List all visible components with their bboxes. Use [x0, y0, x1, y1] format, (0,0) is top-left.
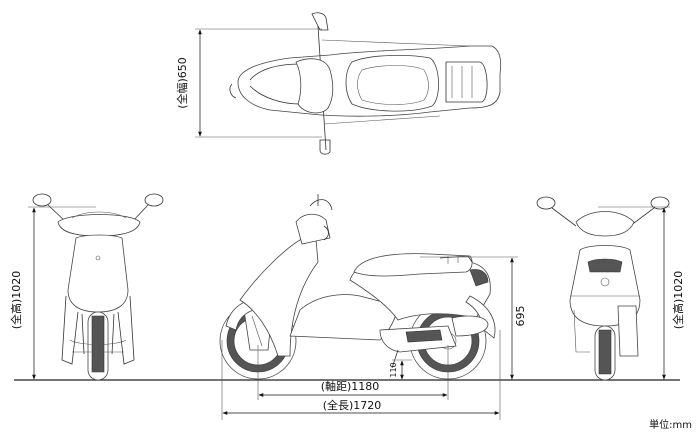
front-height-dimension-label: (全高)1020 [9, 271, 23, 330]
length-dimension-label: (全長)1720 [323, 398, 382, 412]
side-view [219, 194, 496, 380]
unit-label: 単位:mm [649, 418, 692, 431]
rear-view: (全高)1020 [536, 196, 685, 381]
seat-height-dimension-label: 695 [514, 306, 527, 327]
front-view: (全高)1020 [9, 193, 164, 381]
top-view: (全幅)650 [175, 12, 502, 155]
width-dimension-label: (全幅)650 [175, 57, 189, 109]
wheelbase-dimension-label: (軸距)1180 [321, 379, 380, 393]
ground-clearance-dimension-label: 110 [389, 362, 398, 377]
rear-height-dimension-label: (全高)1020 [671, 271, 685, 330]
side-dimensions: 695 110 (軸距)1180 (全長)1720 [221, 256, 527, 420]
